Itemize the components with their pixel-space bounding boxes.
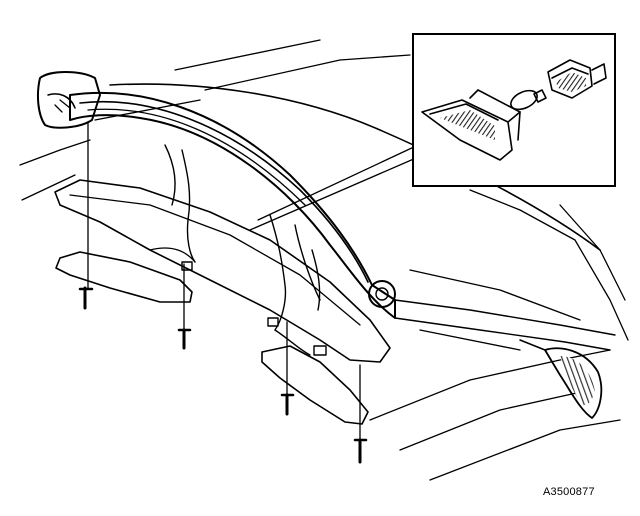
screw-4 (353, 364, 368, 464)
front-mount-block (36, 71, 101, 129)
screw-3 (280, 321, 295, 416)
wiring-harness (164, 144, 321, 356)
connectors (181, 261, 327, 356)
vehicle-body-lines (19, 39, 629, 481)
rear-pivot-mount (368, 280, 396, 308)
console-panel (54, 179, 391, 363)
bulb-socket (547, 59, 607, 99)
detail-callout-line (249, 145, 417, 231)
connector-c (181, 261, 193, 271)
detail-inset (412, 33, 616, 187)
screw-2 (177, 263, 192, 350)
connector-b (313, 345, 327, 356)
figure-code: A3500877 (543, 486, 595, 498)
right-trim-piece (261, 345, 369, 425)
headliner-rail (69, 83, 616, 351)
left-trim-piece (55, 251, 193, 303)
rear-bracket (519, 339, 603, 419)
connector-a (267, 317, 279, 327)
bulb (510, 89, 547, 111)
screws (78, 121, 368, 464)
screw-1 (78, 121, 94, 310)
lamp-housing (421, 89, 521, 161)
